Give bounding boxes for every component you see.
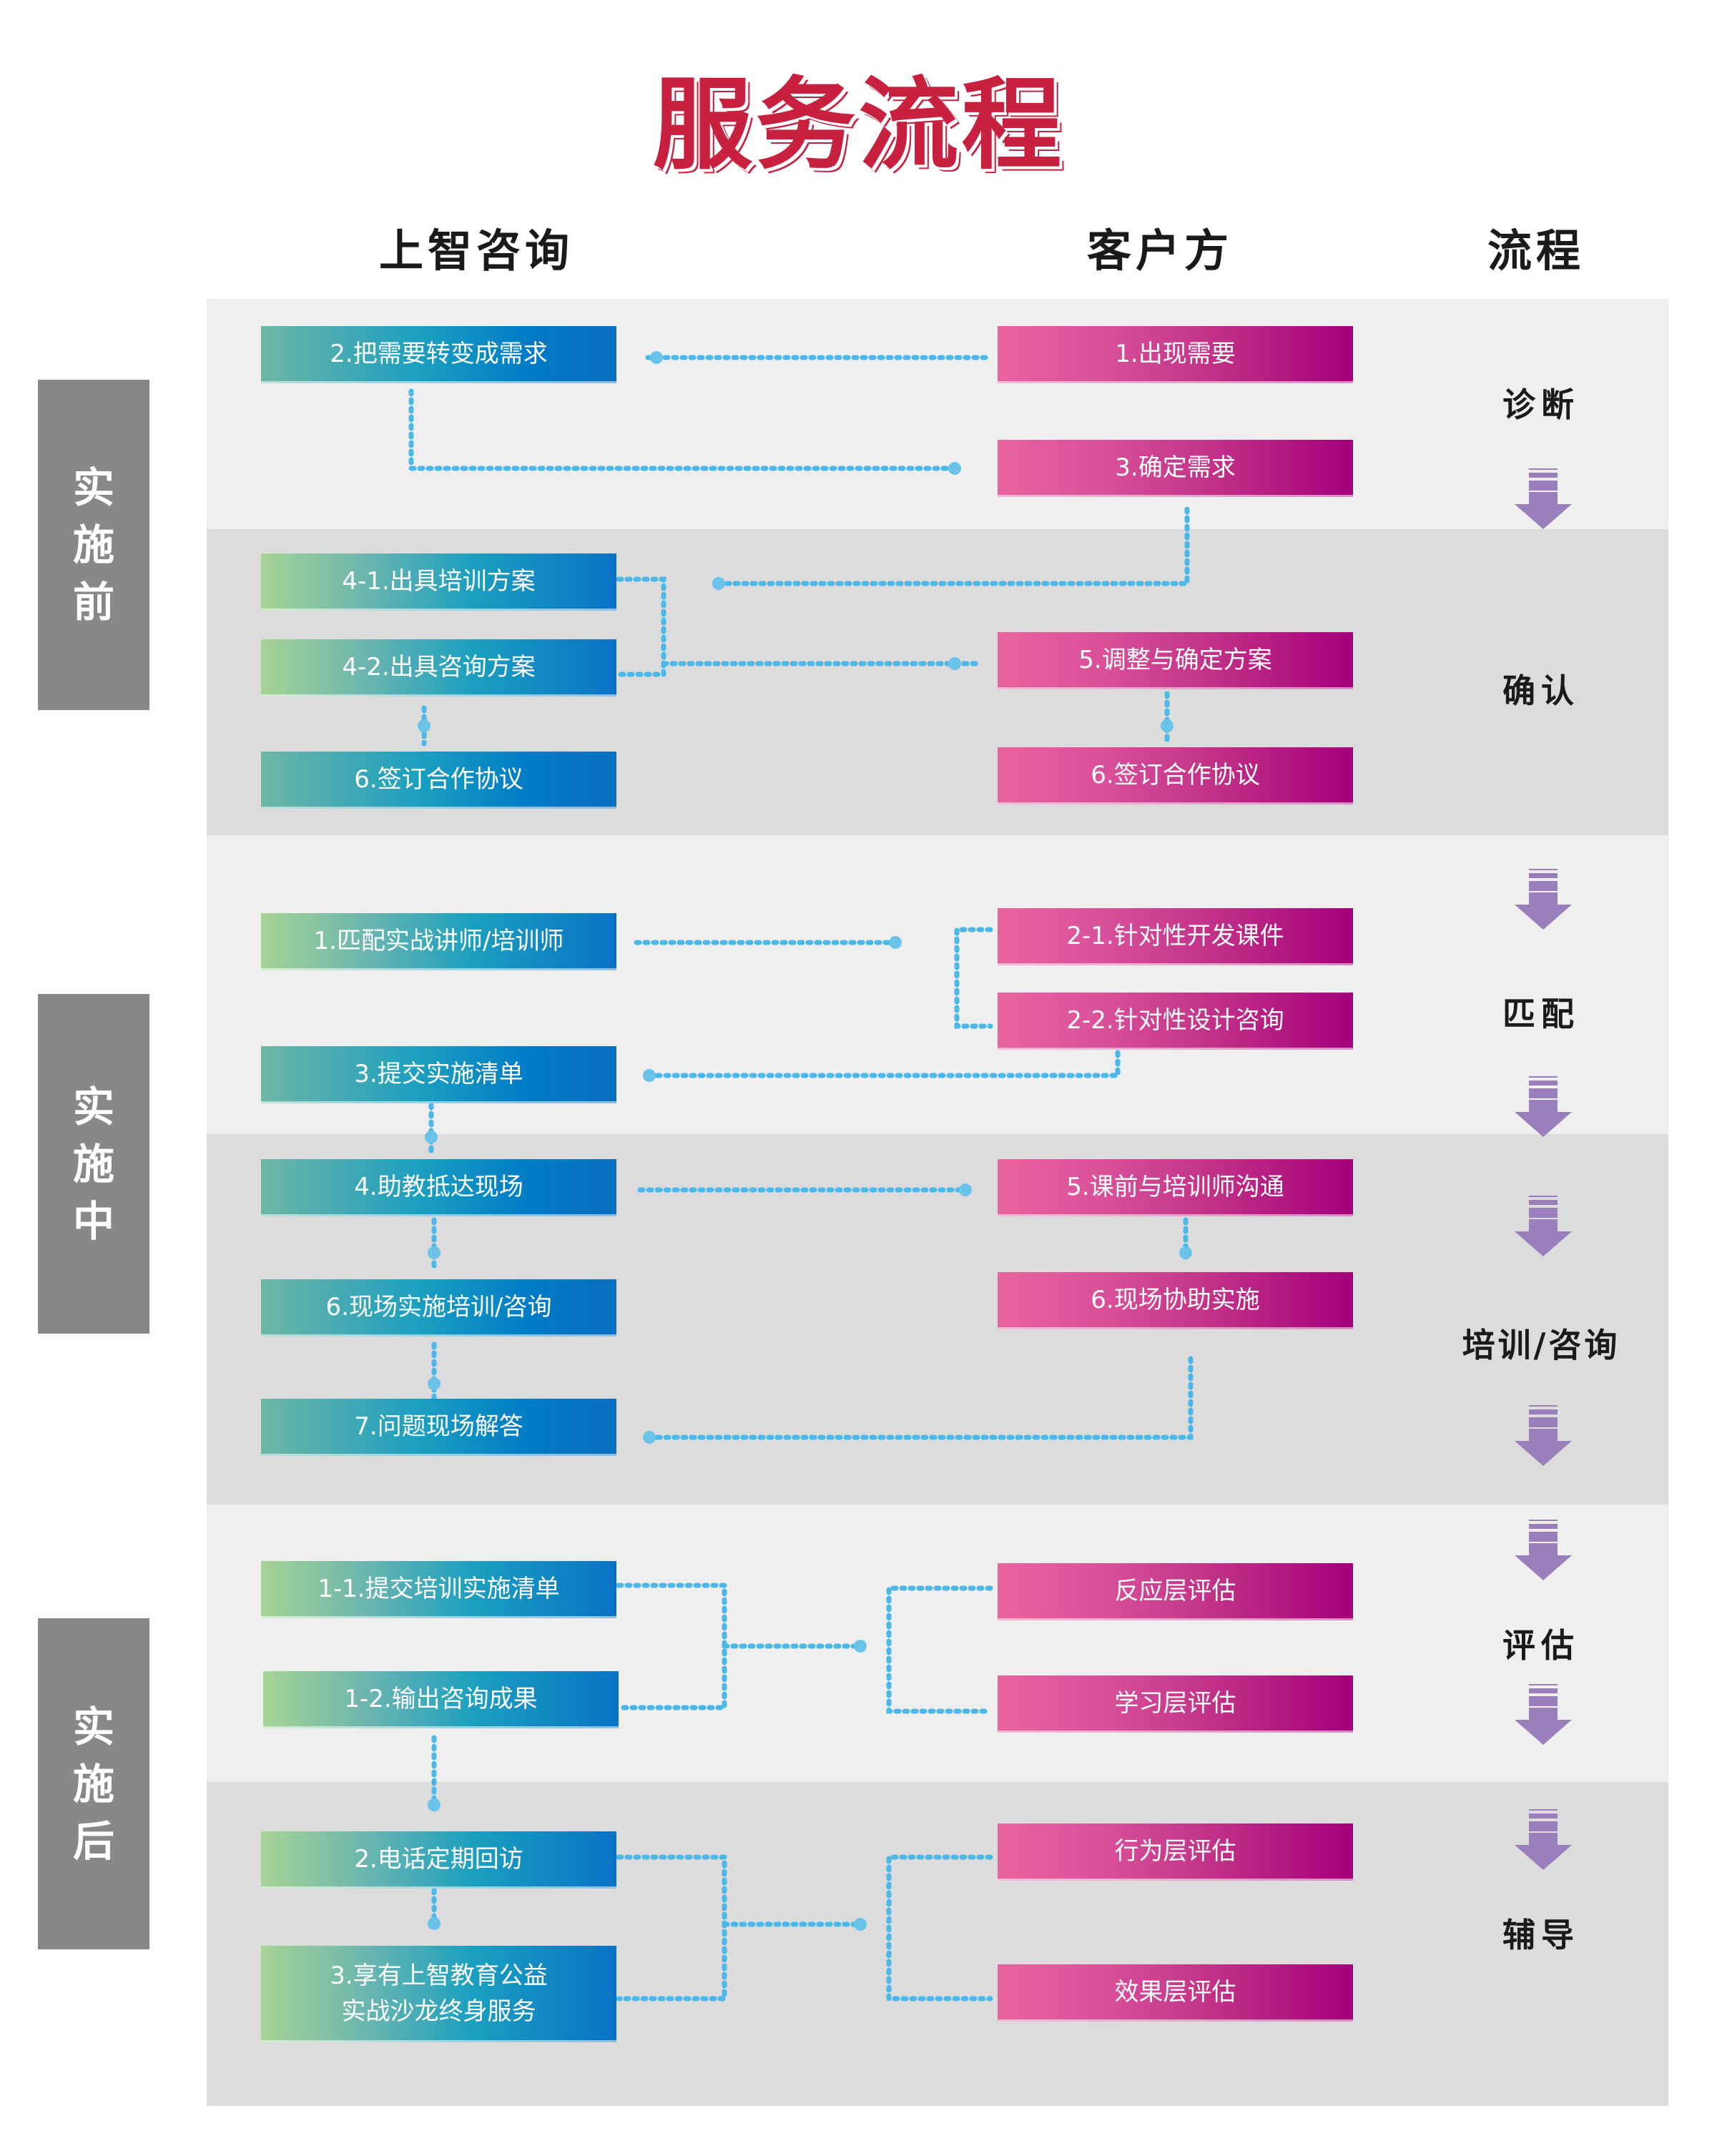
column-header-consulting: 上智咨询: [379, 225, 574, 277]
box-pre-class-communication: 5.课前与培训师沟通: [998, 1159, 1353, 1216]
down-arrow-icon: [1515, 1684, 1572, 1756]
stage-match: 匹配: [1502, 995, 1580, 1033]
phase-after: 实 施 后: [38, 1618, 149, 1949]
box-reaction-evaluation: 反应层评估: [998, 1563, 1353, 1620]
phase-char: 前: [72, 578, 114, 626]
down-arrow-icon: [1515, 869, 1572, 940]
down-arrow-icon: [1515, 1405, 1572, 1477]
phase-char: 中: [72, 1196, 114, 1246]
box-consulting-results: 1-2.输出咨询成果: [263, 1671, 619, 1728]
box-consulting-plan: 4-2.出具咨询方案: [261, 639, 616, 696]
box-learning-evaluation: 学习层评估: [998, 1675, 1353, 1733]
box-onsite-answers: 7.问题现场解答: [261, 1399, 616, 1456]
down-arrow-icon: [1515, 468, 1572, 540]
column-header-client: 客户方: [1087, 225, 1234, 277]
box-result-evaluation: 效果层评估: [998, 1964, 1353, 2022]
box-behavior-evaluation: 行为层评估: [998, 1823, 1353, 1881]
phase-char: 实: [72, 1702, 114, 1751]
box-convert-need: 2.把需要转变成需求: [261, 326, 616, 383]
box-develop-courseware: 2-1.针对性开发课件: [998, 908, 1353, 965]
phase-char: 施: [72, 1759, 114, 1808]
stage-coaching: 辅导: [1502, 1916, 1580, 1954]
box-match-trainer: 1.匹配实战讲师/培训师: [261, 913, 616, 970]
down-arrow-icon: [1515, 1196, 1572, 1267]
stage-confirm: 确认: [1502, 671, 1580, 710]
phase-during: 实 施 中: [38, 994, 149, 1334]
box-line: 实战沙龙终身服务: [341, 1997, 536, 2026]
box-need-arises: 1.出现需要: [998, 326, 1353, 383]
phase-before: 实 施 前: [38, 380, 149, 710]
box-adjust-plan: 5.调整与确定方案: [998, 632, 1353, 689]
box-onsite-assist: 6.现场协助实施: [998, 1272, 1353, 1329]
stage-evaluate: 评估: [1502, 1626, 1580, 1665]
stage-diagnose: 诊断: [1502, 385, 1580, 424]
box-design-consulting: 2-2.针对性设计咨询: [998, 993, 1353, 1050]
box-onsite-training: 6.现场实施培训/咨询: [261, 1279, 616, 1337]
down-arrow-icon: [1515, 1076, 1572, 1148]
phase-char: 后: [72, 1816, 114, 1866]
page-title: 服务流程: [652, 67, 1065, 184]
box-submit-list: 3.提交实施清单: [261, 1046, 616, 1103]
box-lifetime-service: 3.享有上智教育公益 实战沙龙终身服务: [261, 1946, 616, 2042]
box-training-plan: 4-1.出具培训方案: [261, 553, 616, 611]
phase-char: 施: [72, 521, 114, 569]
phase-char: 实: [72, 463, 114, 512]
box-assistant-arrives: 4.助教抵达现场: [261, 1159, 616, 1216]
box-phone-followup: 2.电话定期回访: [261, 1831, 616, 1889]
phase-char: 施: [72, 1139, 114, 1188]
box-submit-training-list: 1-1.提交培训实施清单: [261, 1561, 616, 1618]
box-confirm-demand: 3.确定需求: [998, 440, 1353, 497]
box-line: 3.享有上智教育公益: [330, 1961, 548, 1991]
box-sign-agreement-consulting: 6.签订合作协议: [261, 752, 616, 809]
down-arrow-icon: [1515, 1809, 1572, 1881]
down-arrow-icon: [1515, 1520, 1572, 1591]
phase-char: 实: [72, 1082, 114, 1131]
stage-training-consulting: 培训/咨询: [1462, 1326, 1620, 1364]
box-sign-agreement-client: 6.签订合作协议: [998, 747, 1353, 804]
column-header-process: 流程: [1487, 225, 1585, 277]
